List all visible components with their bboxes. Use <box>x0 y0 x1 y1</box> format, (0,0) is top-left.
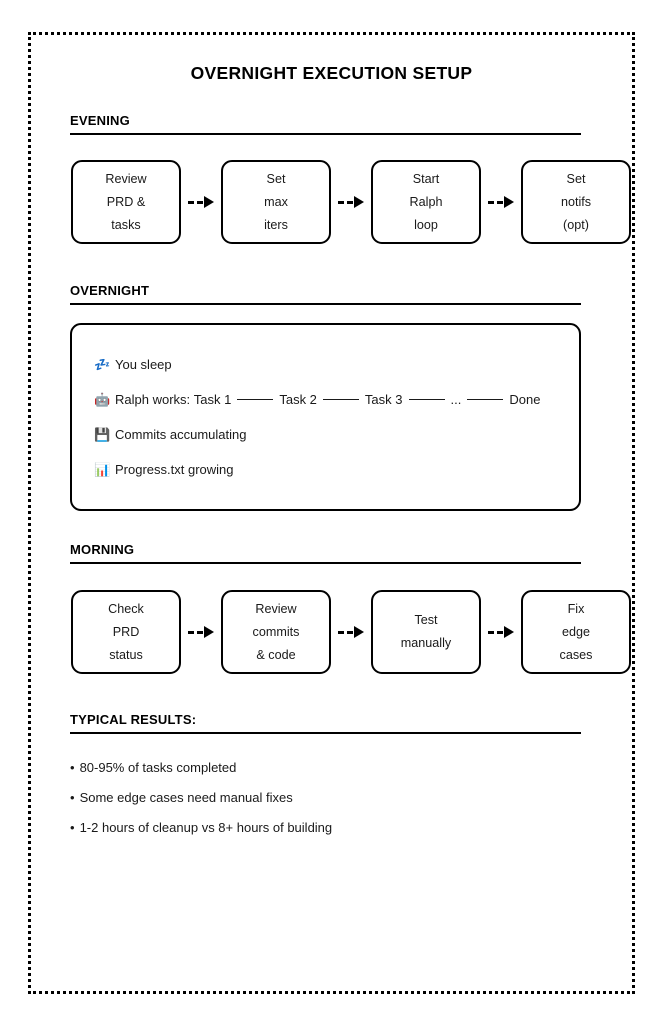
evening-flow-row: Review PRD & tasks Set max iters Start R… <box>71 160 631 244</box>
flow-step-line: Start <box>412 171 440 186</box>
flow-step-line: loop <box>414 217 438 232</box>
chain-connector <box>467 399 504 400</box>
flow-step-line: notifs <box>560 194 592 209</box>
flow-step-review-commits-code[interactable]: Review commits & code <box>221 590 331 674</box>
flow-step-line: Review <box>105 171 147 186</box>
flow-step-start-ralph-loop[interactable]: Start Ralph loop <box>371 160 481 244</box>
dashed-arrow-right-icon <box>481 626 521 638</box>
flow-step-line: status <box>109 647 143 662</box>
flow-step-line: Set <box>266 171 286 186</box>
page-title: OVERNIGHT EXECUTION SETUP <box>190 63 473 83</box>
arrow-head <box>204 626 214 638</box>
list-item: 🤖 Ralph works: Task 1 Task 2 Task 3... Done <box>94 382 579 417</box>
arrow-head <box>354 196 364 208</box>
flow-step-line: max <box>264 194 288 209</box>
flow-step-set-max-iters[interactable]: Set max iters <box>221 160 331 244</box>
arrow-head <box>204 196 214 208</box>
chain-node: Task 2 <box>279 392 317 407</box>
arrow-shaft <box>488 200 503 204</box>
flow-step-fix-edge-cases[interactable]: Fix edge cases <box>521 590 631 674</box>
list-item-label: You sleep <box>115 357 172 372</box>
section-divider-overnight <box>70 303 581 305</box>
arrow-head <box>354 626 364 638</box>
section-header-morning: MORNING <box>70 542 581 564</box>
list-item: • 1-2 hours of cleanup vs 8+ hours of bui… <box>70 813 581 843</box>
list-item-label: Some edge cases need manual fixes <box>79 790 293 805</box>
dashed-arrow-right-icon <box>331 196 371 208</box>
list-item-label: Commits accumulating <box>115 427 247 442</box>
flow-step-line: & code <box>256 647 296 662</box>
flow-step-line: PRD <box>112 624 140 639</box>
section-header-results: TYPICAL RESULTS: <box>70 712 581 734</box>
flow-step-check-prd-status[interactable]: Check PRD status <box>71 590 181 674</box>
arrow-shaft <box>488 630 503 634</box>
arrow-shaft <box>338 200 353 204</box>
chain-node: ... <box>450 392 462 407</box>
flow-step-line: tasks <box>111 217 141 232</box>
list-item-label: Progress.txt growing <box>115 462 234 477</box>
section-divider-evening <box>70 133 581 135</box>
chain-node: Task 3 <box>364 392 403 407</box>
floppy-disk-icon: 💾 <box>94 427 111 442</box>
section-header-overnight: OVERNIGHT <box>70 283 581 305</box>
flow-step-line: manually <box>400 636 452 650</box>
flow-step-line: (opt) <box>563 217 589 232</box>
list-item: • Some edge cases need manual fixes <box>70 783 581 813</box>
dashed-arrow-right-icon <box>331 626 371 638</box>
robot-icon: 🤖 <box>94 392 111 407</box>
flow-step-line: Review <box>255 601 297 616</box>
list-item: • 80-95% of tasks completed <box>70 753 581 783</box>
arrow-shaft <box>188 630 203 634</box>
flow-step-line: iters <box>264 217 288 232</box>
chain-node: Done <box>509 392 541 407</box>
dashed-arrow-right-icon <box>181 196 221 208</box>
flow-step-test-manually[interactable]: Test manually <box>371 590 481 674</box>
flow-step-line: commits <box>252 624 300 639</box>
list-item-label: Ralph works: Task 1 Task 2 Task 3... Done <box>115 393 540 406</box>
flow-step-line: Set <box>566 171 586 186</box>
arrow-shaft <box>188 200 203 204</box>
bar-chart-icon: 📊 <box>94 462 111 477</box>
list-item: 📊 Progress.txt growing <box>94 452 579 487</box>
bullet-icon: • <box>70 760 75 775</box>
section-title-evening: EVENING <box>70 113 130 128</box>
ralph-works-label: Ralph works: <box>115 392 191 407</box>
section-title-overnight: OVERNIGHT <box>70 283 150 298</box>
results-list: • 80-95% of tasks completed • Some edge ca… <box>70 753 581 843</box>
section-divider-results <box>70 732 581 734</box>
flow-step-line: cases <box>559 647 593 662</box>
chain-node: Task 1 <box>193 392 232 407</box>
poster-frame: OVERNIGHT EXECUTION SETUP EVENING Review… <box>28 32 635 994</box>
section-header-evening: EVENING <box>70 113 581 135</box>
flow-step-line: Fix <box>567 601 585 616</box>
overnight-panel: 💤 You sleep 🤖 Ralph works: Task 1 Task 2 T… <box>70 323 581 511</box>
flow-step-set-notifs[interactable]: Set notifs (opt) <box>521 160 631 244</box>
chain-connector <box>237 399 274 400</box>
list-item-label: 80-95% of tasks completed <box>79 760 237 775</box>
list-item: 💾 Commits accumulating <box>94 417 579 452</box>
bullet-icon: • <box>70 790 75 805</box>
flow-step-line: edge <box>561 624 591 639</box>
section-title-results: TYPICAL RESULTS: <box>70 712 197 727</box>
bullet-icon: • <box>70 820 75 835</box>
section-divider-morning <box>70 562 581 564</box>
arrow-head <box>504 626 514 638</box>
arrow-shaft <box>338 630 353 634</box>
flow-step-review-prd-tasks[interactable]: Review PRD & tasks <box>71 160 181 244</box>
section-title-morning: MORNING <box>70 542 135 557</box>
sleep-icon: 💤 <box>94 357 111 372</box>
flow-step-line: PRD & <box>106 194 146 209</box>
list-item: 💤 You sleep <box>94 347 579 382</box>
chain-connector <box>408 399 445 400</box>
dashed-arrow-right-icon <box>181 626 221 638</box>
flow-step-line: Ralph <box>409 194 443 209</box>
list-item-label: 1-2 hours of cleanup vs 8+ hours of buil… <box>79 820 333 835</box>
arrow-head <box>504 196 514 208</box>
flow-step-line: Check <box>108 601 144 616</box>
morning-flow-row: Check PRD status Review commits & code T… <box>71 590 631 674</box>
flow-step-line: Test <box>414 613 438 627</box>
dashed-arrow-right-icon <box>481 196 521 208</box>
chain-connector <box>322 399 359 400</box>
